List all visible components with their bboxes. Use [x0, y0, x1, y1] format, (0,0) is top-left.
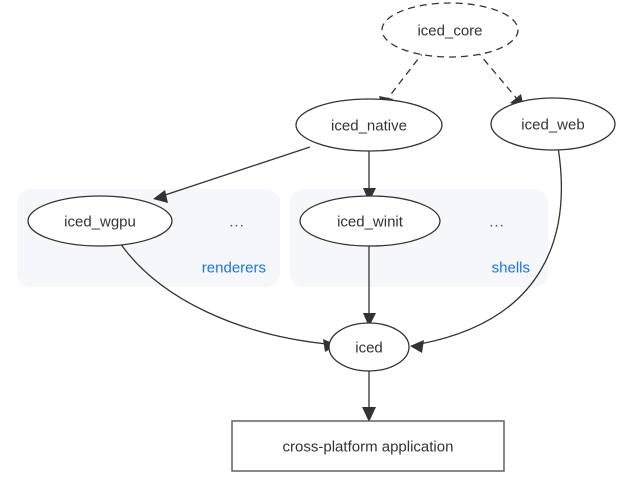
edge-iced-core-to-iced-web: [475, 49, 524, 108]
group-shells-ellipsis: ...: [489, 214, 505, 231]
node-iced-winit-shape[interactable]: [299, 195, 441, 247]
node-iced-wgpu[interactable]: iced_wgpu: [27, 195, 173, 247]
node-iced-wgpu-label: iced_wgpu: [64, 214, 136, 231]
edge-line: [119, 242, 328, 345]
node-iced-native-shape[interactable]: [295, 98, 443, 152]
node-iced-core-label: iced_core: [417, 23, 482, 40]
node-iced-native[interactable]: iced_native: [295, 98, 443, 152]
node-iced-web-label: iced_web: [521, 117, 584, 134]
group-shells-label: shells: [492, 260, 530, 277]
edge-iced-to-application: [362, 370, 376, 422]
arrow-head-icon: [410, 340, 424, 353]
edge-iced-web-to-iced: [410, 146, 562, 353]
node-iced-wgpu-shape[interactable]: [27, 195, 173, 247]
node-iced-core-shape[interactable]: [381, 2, 519, 58]
edge-line: [384, 49, 426, 103]
arrow-head-icon: [362, 407, 376, 422]
node-iced-core[interactable]: iced_core: [381, 2, 519, 58]
group-renderers-label: renderers: [202, 260, 266, 277]
node-iced-web[interactable]: iced_web: [490, 97, 616, 151]
edge-iced-native-to-iced-winit: [363, 151, 376, 202]
arrow-head-icon: [363, 313, 376, 327]
edge-iced-winit-to-iced: [363, 243, 376, 327]
edge-line: [475, 49, 519, 101]
node-iced-native-label: iced_native: [331, 118, 407, 135]
edge-line: [161, 146, 311, 197]
node-application[interactable]: cross-platform application: [231, 420, 505, 472]
edge-line: [419, 146, 562, 345]
edge-iced-native-to-iced-wgpu: [153, 146, 311, 203]
arrow-head-icon: [363, 188, 376, 202]
node-iced-label: iced: [355, 340, 383, 357]
arrow-head-icon: [153, 190, 168, 203]
node-iced-winit[interactable]: iced_winit: [299, 195, 441, 247]
group-renderers-ellipsis: ...: [229, 214, 245, 231]
node-iced-winit-label: iced_winit: [337, 214, 404, 231]
node-application-shape[interactable]: [231, 420, 505, 472]
node-application-label: cross-platform application: [283, 439, 454, 456]
node-iced-shape[interactable]: [328, 322, 410, 372]
node-iced-web-shape[interactable]: [490, 97, 616, 151]
node-iced[interactable]: iced: [328, 322, 410, 372]
